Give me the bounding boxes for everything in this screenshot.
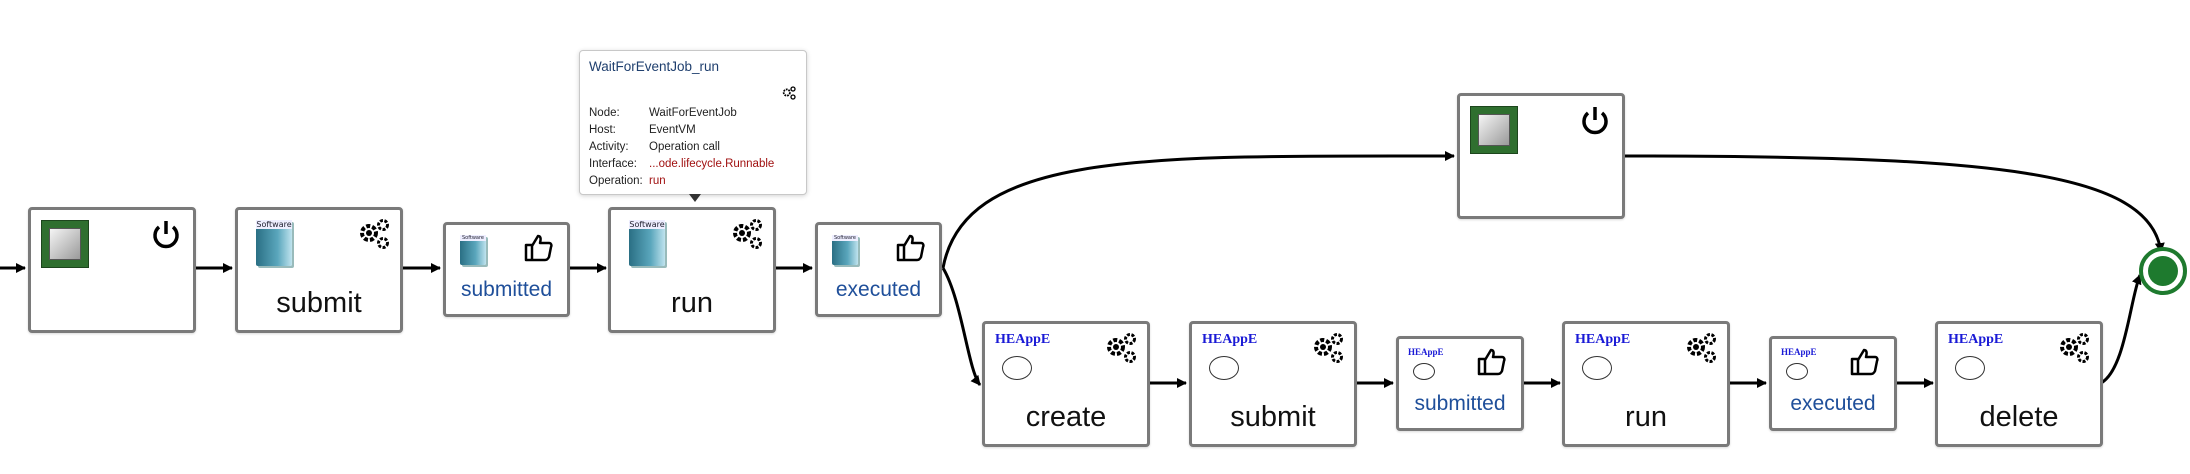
edge-b6-end (2100, 274, 2142, 385)
heappe-logo: HEAppE (995, 332, 1051, 347)
node-label: delete (1979, 401, 2059, 433)
gears-icon (360, 219, 389, 249)
compute-chip-icon (1470, 106, 1518, 154)
node-label: run (1625, 401, 1667, 433)
node-heappe-delete[interactable]: HEAppE delete (1935, 321, 2103, 447)
node-label: executed (1790, 392, 1876, 415)
node-label: submitted (1414, 392, 1506, 415)
heappe-logo: HEAppE (1408, 347, 1444, 357)
node-executed[interactable]: Software executed (815, 222, 942, 317)
tooltip-row-host: Host:EventVM (589, 124, 696, 136)
node-label: submitted (460, 278, 553, 301)
heappe-logo: HEAppE (1575, 332, 1631, 347)
software-box-icon: Software (460, 235, 486, 265)
gears-icon (2060, 333, 2089, 363)
node-heappe-create[interactable]: HEAppE create (982, 321, 1150, 447)
edge-top-end (1624, 154, 2165, 253)
tooltip-caret (689, 194, 701, 202)
power-icon (1582, 107, 1608, 135)
power-icon (153, 221, 179, 249)
node-heappe-submitted[interactable]: HEAppE submitted (1396, 336, 1524, 431)
cycle-icon (1209, 356, 1239, 380)
tooltip-row-activity: Activity:Operation call (589, 141, 720, 153)
node-label: create (1025, 401, 1107, 433)
edge-n5-b1 (941, 267, 982, 386)
thumbs-up-icon (1477, 348, 1506, 376)
software-box-icon: Software (256, 220, 292, 266)
cycle-icon (1582, 356, 1612, 380)
node-heappe-submit[interactable]: HEAppE submit (1189, 321, 1357, 447)
thumbs-up-icon (1850, 348, 1879, 376)
heappe-logo: HEAppE (1948, 332, 2004, 347)
node-submit[interactable]: Software submit (235, 207, 403, 333)
cycle-icon (1786, 363, 1808, 380)
cycle-icon (1413, 363, 1435, 380)
node-compute[interactable] (28, 207, 196, 333)
node-label: run (671, 287, 713, 319)
tooltip-row-interface: Interface:...ode.lifecycle.Runnable (589, 158, 775, 170)
node-submitted[interactable]: Software submitted (443, 222, 570, 317)
node-label: executed (835, 278, 922, 301)
node-run[interactable]: Software run (608, 207, 776, 333)
software-box-icon: Software (629, 220, 665, 266)
tooltip-row-operation: Operation:run (589, 175, 666, 187)
thumbs-up-icon (524, 234, 553, 262)
heappe-logo: HEAppE (1202, 332, 1258, 347)
cycle-icon (1002, 356, 1032, 380)
heappe-logo: HEAppE (1781, 347, 1817, 357)
node-heappe-executed[interactable]: HEAppE executed (1769, 336, 1897, 431)
gears-icon (733, 219, 762, 249)
node-tooltip: WaitForEventJob_run Node:WaitForEventJob… (579, 50, 807, 202)
tooltip-row-node: Node:WaitForEventJob (589, 107, 737, 119)
edge-n5-top (941, 150, 1455, 269)
gears-icon (1107, 333, 1136, 363)
node-event-compute[interactable] (1457, 93, 1625, 219)
node-label: submit (276, 287, 362, 319)
thumbs-up-icon (896, 234, 925, 262)
cycle-icon (1955, 356, 1985, 380)
tooltip-title: WaitForEventJob_run (589, 59, 720, 74)
gears-icon (782, 86, 796, 100)
gears-icon (1687, 333, 1716, 363)
software-box-icon: Software (832, 235, 858, 265)
node-heappe-run[interactable]: HEAppE run (1562, 321, 1730, 447)
node-label: submit (1230, 401, 1316, 433)
gears-icon (1314, 333, 1343, 363)
compute-chip-icon (41, 220, 89, 268)
